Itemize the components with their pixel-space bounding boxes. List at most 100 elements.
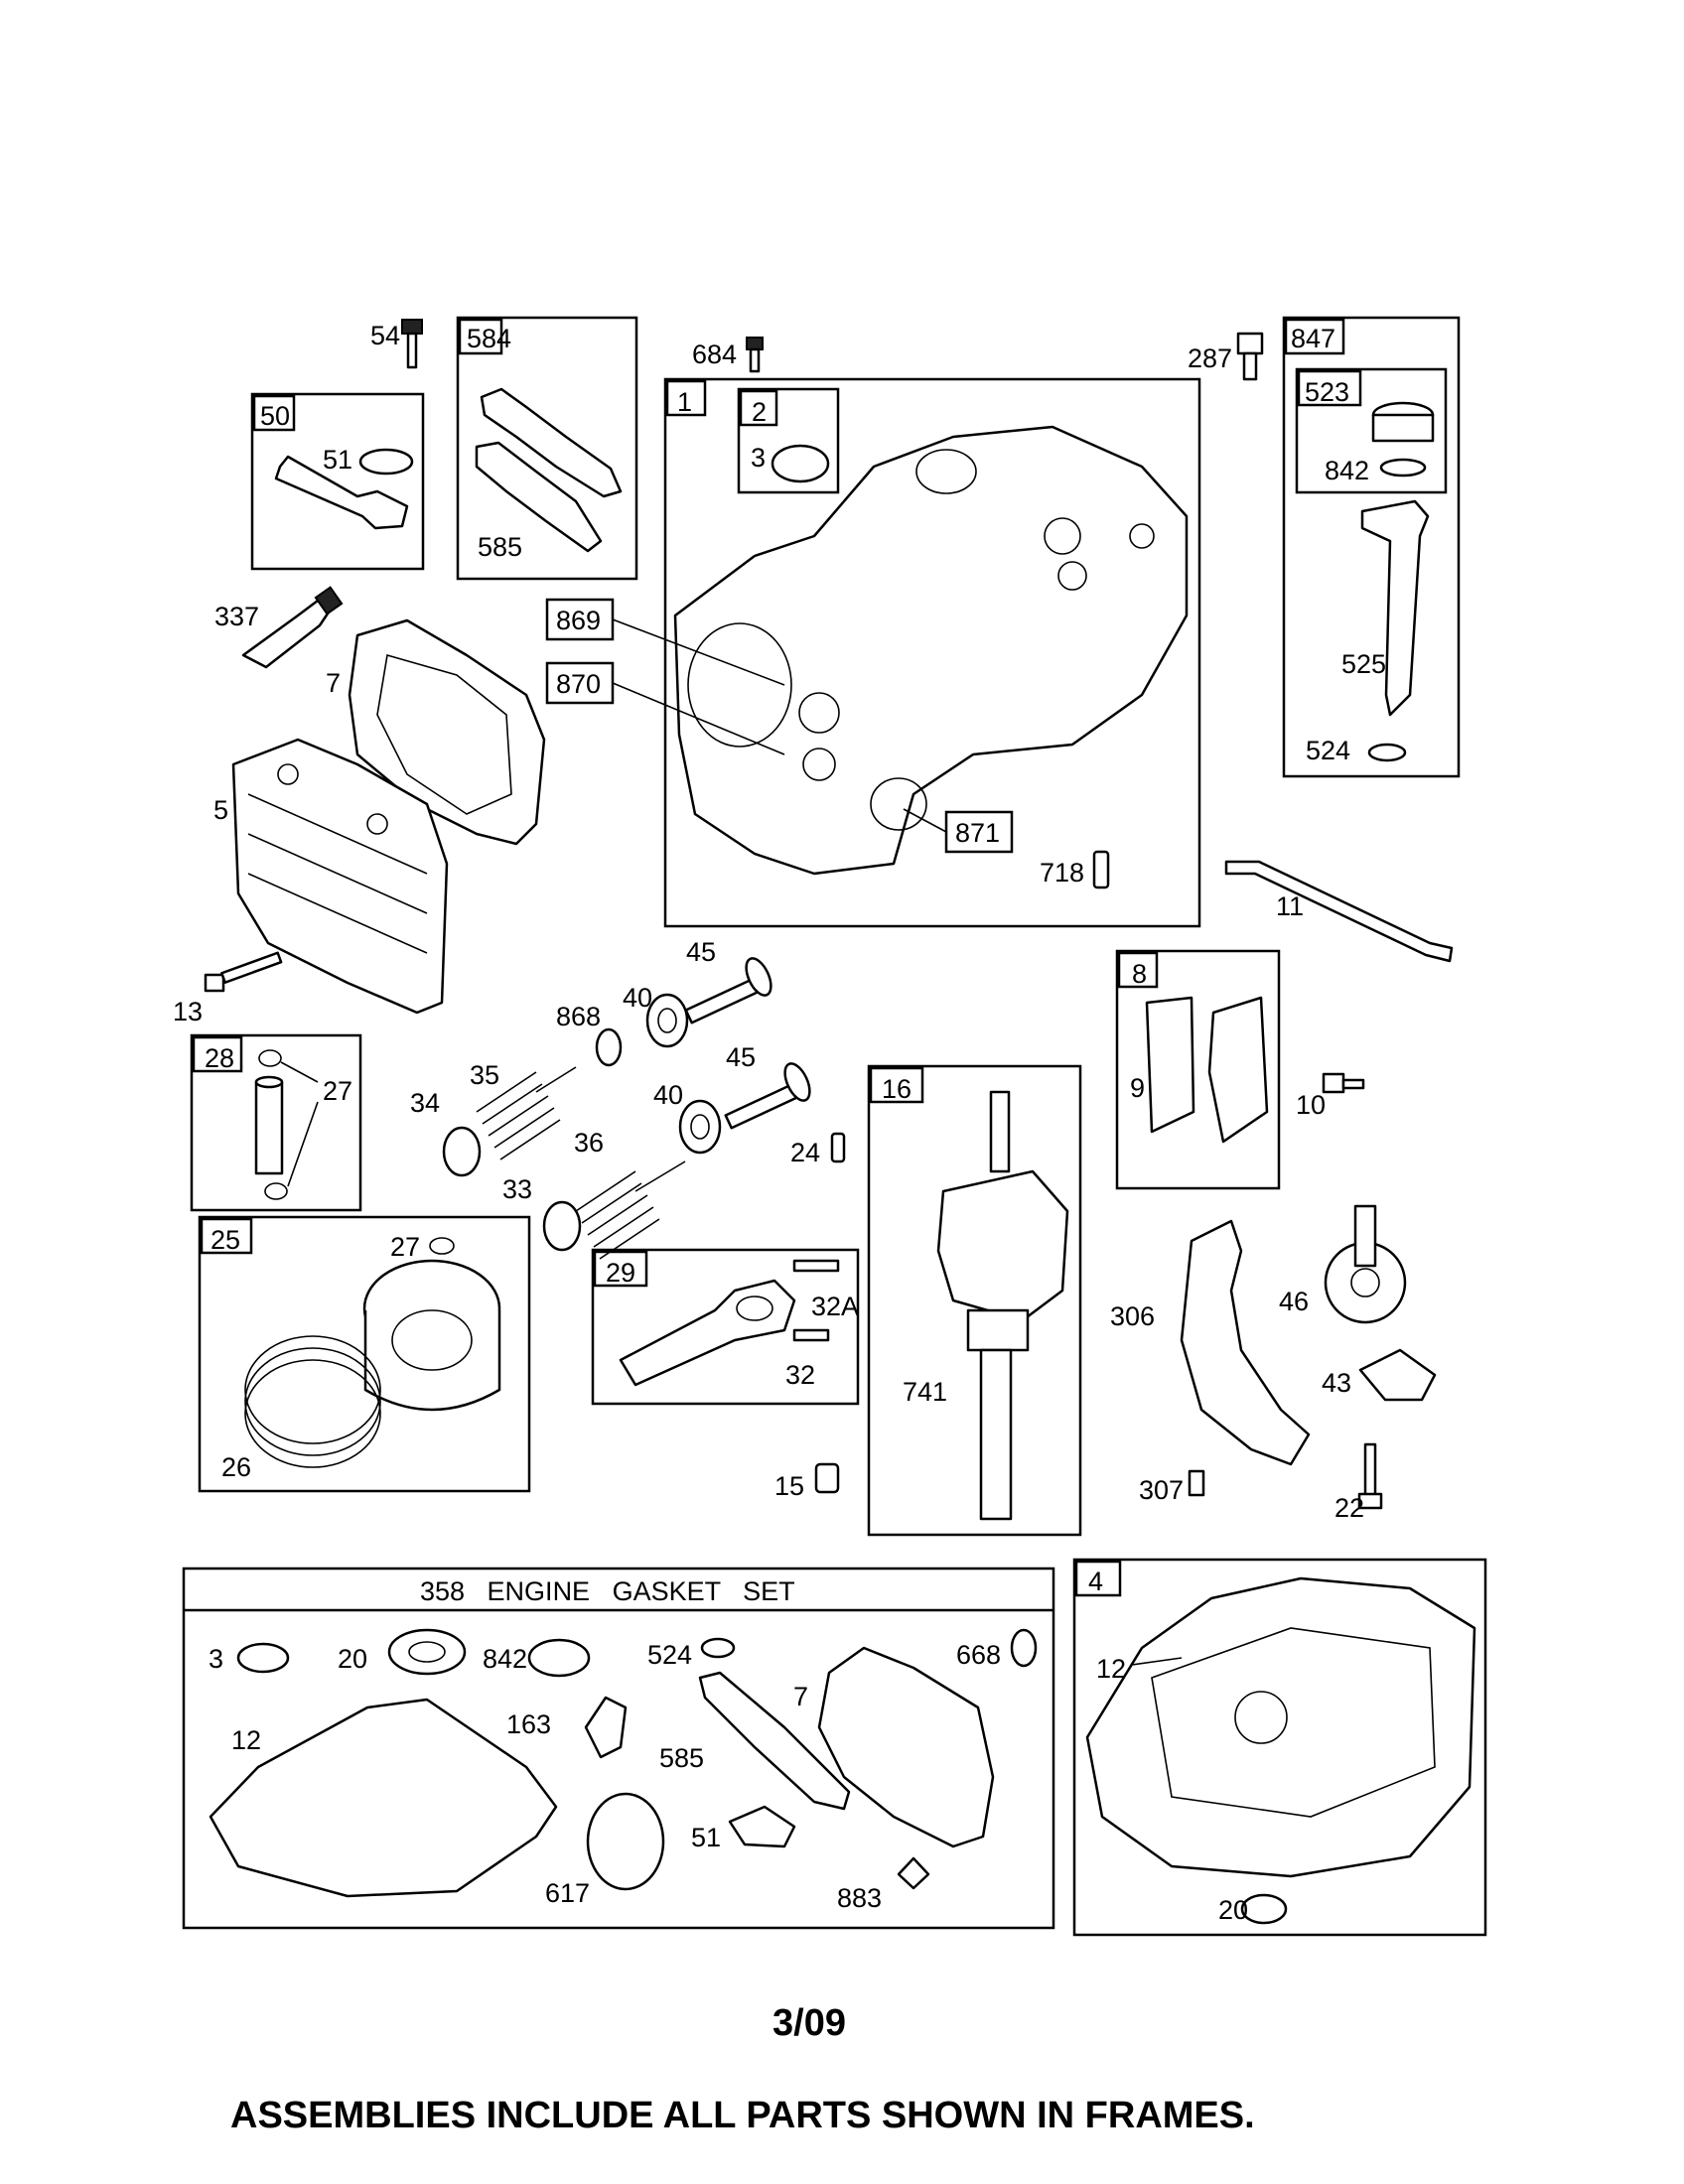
label-set-842: 842 bbox=[483, 1644, 527, 1674]
label-337: 337 bbox=[214, 602, 259, 631]
dipstick-tube-847-icon bbox=[1360, 401, 1435, 762]
label-847: 847 bbox=[1291, 324, 1335, 353]
label-32a: 32A bbox=[811, 1292, 859, 1321]
frame-29 bbox=[591, 1248, 860, 1406]
label-842: 842 bbox=[1325, 456, 1369, 485]
label-524: 524 bbox=[1306, 736, 1350, 765]
label-1: 1 bbox=[677, 387, 692, 417]
pin-718-icon bbox=[1092, 850, 1110, 889]
seal-3-icon bbox=[771, 444, 830, 483]
washer-868-icon bbox=[595, 1027, 623, 1067]
label-50: 50 bbox=[260, 401, 290, 431]
valve-45-top-icon bbox=[684, 957, 772, 1024]
label-7: 7 bbox=[326, 668, 341, 698]
gasket-163-set-icon bbox=[584, 1696, 628, 1759]
label-525: 525 bbox=[1341, 649, 1386, 679]
label-5: 5 bbox=[213, 795, 228, 825]
label-set-51: 51 bbox=[691, 1823, 721, 1852]
bolt-684-icon bbox=[746, 337, 764, 373]
seal-40-bottom-icon bbox=[678, 1099, 722, 1155]
label-523: 523 bbox=[1305, 377, 1349, 407]
spark-plug-337-icon bbox=[241, 586, 344, 669]
gasket-12-set-icon bbox=[209, 1698, 558, 1898]
label-set-163: 163 bbox=[506, 1709, 551, 1739]
nut-15-icon bbox=[814, 1462, 840, 1494]
label-set-12: 12 bbox=[231, 1725, 261, 1755]
label-13: 13 bbox=[173, 997, 203, 1026]
frame-584 bbox=[456, 316, 638, 581]
head-gasket-7-set-icon bbox=[817, 1646, 995, 1848]
label-585: 585 bbox=[478, 532, 522, 562]
label-set-20: 20 bbox=[338, 1644, 367, 1674]
label-33: 33 bbox=[502, 1174, 532, 1204]
label-51: 51 bbox=[323, 445, 352, 475]
label-set-617: 617 bbox=[545, 1878, 590, 1908]
gasket-51-set-icon bbox=[728, 1805, 796, 1848]
gasket-585-set-icon bbox=[698, 1671, 851, 1811]
label-set-3: 3 bbox=[209, 1644, 223, 1674]
valve-spring-36-icon bbox=[575, 1160, 686, 1260]
label-12-sump: 12 bbox=[1096, 1654, 1126, 1684]
label-40-top: 40 bbox=[623, 983, 652, 1013]
screw-10-icon bbox=[1322, 1072, 1365, 1094]
engine-block-1-icon bbox=[673, 425, 1189, 876]
label-35: 35 bbox=[470, 1060, 499, 1090]
gasket-set-title: 358 ENGINE GASKET SET bbox=[420, 1576, 795, 1606]
label-40-bottom: 40 bbox=[653, 1080, 683, 1110]
ring-842-set-icon bbox=[527, 1638, 591, 1678]
cylinder-head-5-icon bbox=[231, 738, 449, 1015]
label-set-883: 883 bbox=[837, 1883, 882, 1913]
assemblies-note: ASSEMBLIES INCLUDE ALL PARTS SHOWN IN FR… bbox=[230, 2095, 1255, 2136]
label-27-piston: 27 bbox=[390, 1232, 420, 1262]
label-306: 306 bbox=[1110, 1301, 1155, 1331]
frame-25 bbox=[198, 1215, 531, 1493]
label-3: 3 bbox=[751, 443, 766, 473]
bolt-22-icon bbox=[1357, 1442, 1383, 1510]
label-870: 870 bbox=[556, 669, 601, 699]
frame-4 bbox=[1072, 1558, 1487, 1937]
page-date: 3/09 bbox=[772, 2002, 846, 2044]
frame-847 bbox=[1282, 316, 1461, 778]
clip-27-icon bbox=[429, 1237, 455, 1255]
label-46: 46 bbox=[1279, 1287, 1309, 1316]
breather-8-icon bbox=[1145, 996, 1269, 1144]
label-16: 16 bbox=[882, 1074, 912, 1104]
label-set-7: 7 bbox=[793, 1682, 808, 1711]
frame-28 bbox=[190, 1033, 362, 1212]
bracket-43-icon bbox=[1358, 1348, 1437, 1402]
bolt-13-icon bbox=[204, 951, 283, 993]
bolt-54-icon bbox=[401, 319, 423, 369]
label-29: 29 bbox=[606, 1258, 635, 1288]
label-2: 2 bbox=[752, 397, 767, 427]
shroud-306-icon bbox=[1180, 1219, 1311, 1466]
label-287: 287 bbox=[1188, 343, 1232, 373]
frame-523 bbox=[1295, 367, 1448, 494]
label-22: 22 bbox=[1334, 1493, 1364, 1523]
label-10: 10 bbox=[1296, 1090, 1326, 1120]
label-869: 869 bbox=[556, 606, 601, 635]
frame-2 bbox=[737, 387, 840, 494]
label-43: 43 bbox=[1322, 1368, 1351, 1398]
label-36: 36 bbox=[574, 1128, 604, 1158]
label-741: 741 bbox=[903, 1377, 947, 1407]
label-684: 684 bbox=[692, 340, 737, 369]
label-868: 868 bbox=[556, 1002, 601, 1031]
crankshaft-16-icon bbox=[936, 1090, 1069, 1521]
frame-8 bbox=[1115, 949, 1281, 1190]
label-45-bottom: 45 bbox=[726, 1042, 756, 1072]
label-set-585: 585 bbox=[659, 1743, 704, 1773]
ring-524-set-icon bbox=[700, 1637, 736, 1659]
label-32: 32 bbox=[785, 1360, 815, 1390]
frame-50 bbox=[250, 392, 425, 571]
label-718: 718 bbox=[1040, 858, 1084, 887]
ring-617-set-icon bbox=[586, 1792, 665, 1891]
label-8: 8 bbox=[1132, 959, 1147, 989]
pin-24-icon bbox=[830, 1132, 846, 1163]
label-set-524: 524 bbox=[647, 1640, 692, 1670]
label-26: 26 bbox=[221, 1452, 251, 1482]
gasket-584-icon bbox=[475, 387, 623, 553]
label-584: 584 bbox=[467, 324, 511, 353]
rod-11-icon bbox=[1224, 860, 1454, 963]
seal-668-set-icon bbox=[1010, 1628, 1038, 1668]
